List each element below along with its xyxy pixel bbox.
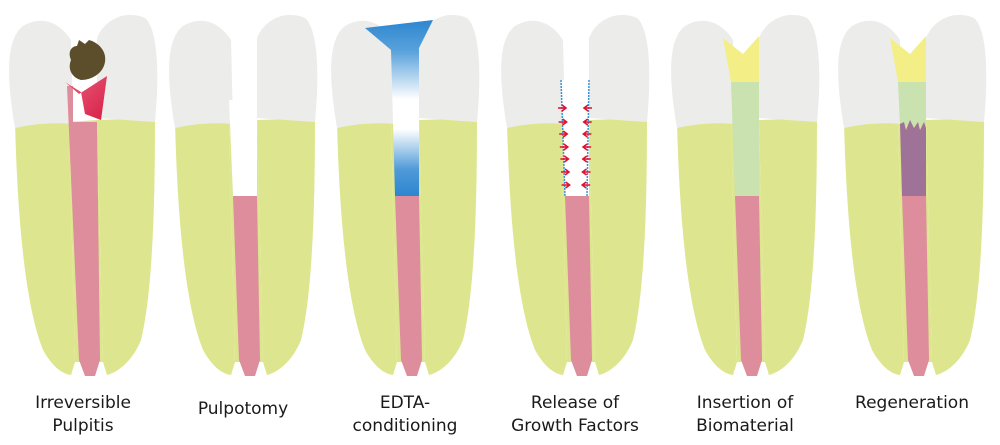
growth-factor-arrow-icon (581, 168, 591, 176)
empty-canal (561, 80, 589, 196)
dentin-right (759, 118, 817, 375)
enamel-right-cusp (419, 14, 480, 122)
enamel-left-cusp (331, 20, 395, 128)
dentin-left (677, 122, 737, 375)
caption-line: Regeneration (855, 393, 969, 413)
dentin-right (419, 118, 477, 375)
growth-factor-arrow-icon (561, 181, 571, 189)
growth-factor-arrow-icon (580, 181, 591, 189)
biomaterial-scaffold (731, 82, 759, 196)
growth-factor-arrow-icon (582, 118, 592, 126)
dentin-right (589, 118, 647, 375)
dentin-right (257, 118, 315, 375)
caption-line: EDTA- (379, 393, 431, 413)
caption-release-of-growth-factors: Release of Growth Factors (490, 392, 660, 438)
tooth-edta-conditioning (331, 14, 480, 376)
dentin-right (97, 118, 155, 375)
tooth-insertion-of-biomaterial (671, 14, 820, 376)
enamel-left-cusp (169, 20, 233, 128)
caption-regeneration: Regeneration (827, 392, 997, 415)
caption-pulpotomy: Pulpotomy (158, 398, 328, 421)
growth-factor-arrow-icon (581, 143, 592, 151)
pulp-tissue (233, 196, 260, 376)
empty-canal (229, 100, 257, 196)
growth-factor-arrow-icon (560, 155, 570, 163)
tooth-pulpotomy (169, 14, 318, 376)
canal-wall-right (586, 79, 590, 197)
tooth-release-of-growth-factors (501, 14, 650, 376)
caption-line: Release of (530, 393, 620, 413)
caption-edta-conditioning: EDTA-conditioning (320, 392, 490, 438)
pulp-tissue (395, 196, 422, 376)
dentin-left (15, 122, 75, 375)
caption-insertion-of-biomaterial: Insertion of Biomaterial (660, 392, 830, 438)
enamel-right-cusp (97, 14, 158, 122)
dentin-left (844, 122, 904, 375)
caries-lesion (69, 40, 106, 80)
coronal-seal (890, 36, 926, 82)
pulp-tissue (902, 196, 929, 376)
caption-line: Pulpitis (52, 416, 114, 436)
caption-line: Growth Factors (511, 416, 639, 436)
dentin-right (926, 118, 984, 375)
biomaterial-scaffold (898, 82, 926, 126)
inflamed-pulp (65, 76, 107, 120)
growth-factor-arrow-icon (582, 130, 592, 138)
caption-line: Irreversible (35, 393, 131, 413)
enamel-right-cusp (926, 14, 987, 122)
dentin-left (507, 122, 567, 375)
edta-solution (365, 20, 433, 196)
dentin-left (175, 122, 235, 375)
growth-factor-arrow-icon (581, 155, 591, 163)
regenerated-tissue (900, 120, 926, 196)
growth-factor-arrow-icon (559, 130, 569, 138)
tooth-irreversible-pulpitis (9, 14, 158, 376)
enamel-left-cusp (838, 20, 902, 128)
enamel-left-cusp (9, 20, 73, 128)
enamel-right-cusp (759, 14, 820, 122)
coronal-seal (723, 36, 759, 82)
enamel-left-cusp (501, 20, 565, 128)
caption-line: Biomaterial (696, 416, 794, 436)
growth-factor-arrow-icon (558, 104, 568, 112)
enamel-right-cusp (257, 14, 318, 122)
pulp-tissue (67, 86, 100, 376)
caption-line: conditioning (352, 416, 458, 436)
canal-wall-left (560, 79, 566, 197)
growth-factor-arrow-icon (558, 118, 568, 126)
pulp-tissue (565, 196, 592, 376)
caption-line: Insertion of (696, 393, 794, 413)
growth-factor-arrow-icon (561, 168, 571, 176)
caption-line: Pulpotomy (197, 399, 289, 419)
growth-factor-arrow-icon (582, 104, 592, 112)
dentin-left (337, 122, 397, 375)
growth-factor-arrow-icon (559, 143, 570, 151)
enamel-right-cusp (589, 14, 650, 122)
tooth-regeneration (838, 14, 987, 376)
pulp-tissue (735, 196, 762, 376)
enamel-left-cusp (671, 20, 735, 128)
